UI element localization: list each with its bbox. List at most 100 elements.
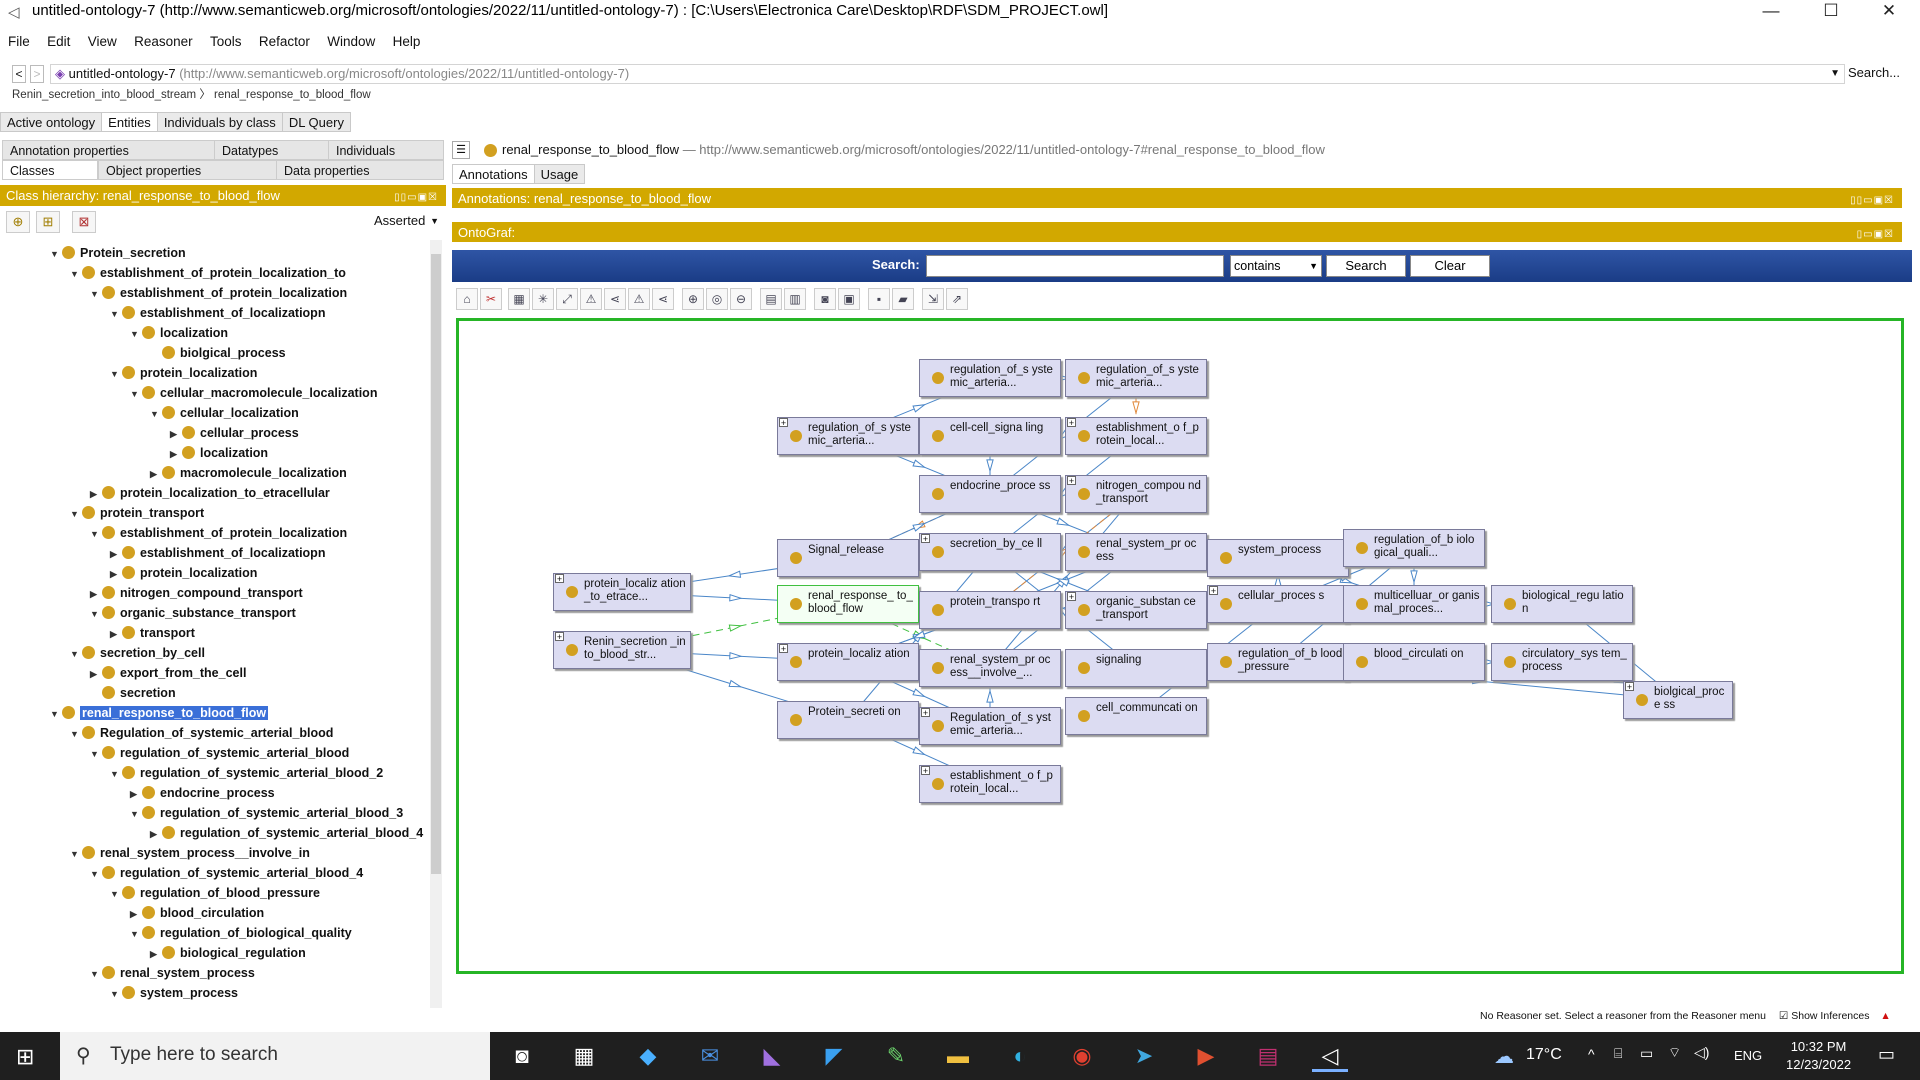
tree-item[interactable]: ▶blood_circulation (130, 904, 264, 922)
windows-start-icon[interactable]: ⊞ (16, 1044, 35, 1069)
expanded-toggle-icon[interactable]: ▼ (130, 929, 139, 939)
collapsed-toggle-icon[interactable]: ▶ (170, 429, 177, 439)
tree-item[interactable]: ▼organic_substance_transport (90, 604, 296, 622)
graph-node[interactable]: +biolgical_proce ss (1623, 681, 1733, 719)
expand-node-icon[interactable]: + (921, 534, 930, 544)
tree-item[interactable]: ▶cellular_process (170, 424, 299, 442)
image-export-icon[interactable]: ▣ (838, 288, 860, 310)
tree-item[interactable]: ▼establishment_of_protein_localization (90, 284, 347, 302)
mail-app-icon[interactable]: ✉ (700, 1043, 720, 1068)
breadcrumb-item[interactable]: renal_response_to_blood_flow (214, 89, 371, 101)
expand-node-icon[interactable]: + (555, 574, 564, 584)
graph-node[interactable]: +Regulation_of_s ystemic_arteria... (919, 707, 1061, 745)
tree-item[interactable]: ▼protein_localization (110, 364, 257, 382)
chevron-up-icon[interactable]: ^ (1588, 1046, 1595, 1062)
radial-layout-icon[interactable]: ✳ (532, 288, 554, 310)
collapsed-toggle-icon[interactable]: ▶ (90, 489, 97, 499)
expanded-toggle-icon[interactable]: ▼ (90, 869, 99, 879)
tree-item[interactable]: ▶endocrine_process (130, 784, 275, 802)
save-icon[interactable]: ▪ (868, 288, 890, 310)
tab-classes[interactable]: Classes (2, 160, 98, 180)
expand-node-icon[interactable]: + (1067, 418, 1076, 428)
tree-item[interactable]: ▼establishment_of_protein_localization (90, 524, 347, 542)
zoom-out-icon[interactable]: ⊖ (730, 288, 752, 310)
menu-view[interactable]: View (87, 34, 117, 49)
tree-item[interactable]: ▼renal_response_to_blood_flow (50, 704, 269, 722)
expand-node-icon[interactable]: + (1625, 682, 1634, 692)
meet-now-icon[interactable]: ⌸ (1614, 1045, 1623, 1061)
tab-dl-query[interactable]: DL Query (281, 112, 351, 132)
expanded-toggle-icon[interactable]: ▼ (90, 609, 99, 619)
menu-window[interactable]: Window (327, 34, 376, 49)
tree-item[interactable]: ▶protein_localization (110, 564, 257, 582)
graph-node[interactable]: regulation_of_s ystemic_arteria... (1065, 359, 1207, 397)
graph-node[interactable]: Protein_secreti on (777, 701, 919, 739)
expanded-toggle-icon[interactable]: ▼ (130, 329, 139, 339)
grid-layout-icon[interactable]: ▦ (508, 288, 530, 310)
wifi-icon[interactable]: ⌔ (1668, 1044, 1682, 1060)
tree-vertical-icon[interactable]: ⚠ (580, 288, 602, 310)
tab-object-properties[interactable]: Object properties (98, 160, 278, 180)
tree-item[interactable]: ▼cellular_macromolecule_localization (130, 384, 377, 402)
notifications-icon[interactable]: ▭ (1878, 1044, 1896, 1064)
tree-item[interactable]: ▼localization (130, 324, 228, 342)
scrollbar-thumb[interactable] (431, 254, 441, 874)
tree-item[interactable]: ▼establishment_of_protein_localization_t… (70, 264, 346, 282)
expand-node-icon[interactable]: + (1209, 586, 1218, 596)
tree-item[interactable]: ▼establishment_of_localizatiopn (110, 304, 325, 322)
weather-cloud-icon[interactable]: ☁ (1494, 1046, 1514, 1068)
tab-individuals[interactable]: Individuals (328, 140, 444, 160)
graph-node[interactable]: multicelluar_or ganismal_proces... (1343, 585, 1485, 623)
view-controls-icon[interactable]: ▯▯▭▣☒ (1850, 195, 1894, 206)
graph-node[interactable]: regulation_of_s ystemic_arteria... (919, 359, 1061, 397)
menu-file[interactable]: File (8, 34, 30, 49)
tree-item[interactable]: ▼renal_system_process__involve_in (70, 844, 310, 862)
tree-item[interactable]: secretion (90, 684, 176, 702)
store-app-icon[interactable]: ▦ (573, 1043, 595, 1068)
tree-item[interactable]: biolgical_process (150, 344, 286, 362)
expanded-toggle-icon[interactable]: ▼ (110, 309, 119, 319)
match-mode-select[interactable]: contains▼ (1230, 255, 1322, 277)
tree-item[interactable]: ▼regulation_of_systemic_arterial_blood_2 (110, 764, 383, 782)
expanded-toggle-icon[interactable]: ▼ (50, 709, 59, 719)
graph-node[interactable]: +protein_localiz ation (777, 643, 919, 681)
tool-app-icon[interactable]: ✎ (886, 1043, 906, 1068)
arc-filter-icon[interactable]: ▥ (784, 288, 806, 310)
graph-node[interactable]: Signal_release (777, 539, 919, 577)
collapsed-toggle-icon[interactable]: ▶ (150, 469, 157, 479)
spring-layout-icon[interactable]: ⤢ (556, 288, 578, 310)
clock[interactable]: 10:32 PM 12/23/2022 (1786, 1038, 1851, 1074)
graph-node[interactable]: blood_circulati on (1343, 643, 1485, 681)
tree-item[interactable]: ▶protein_localization_to_etracellular (90, 484, 330, 502)
file-explorer-icon[interactable]: ▬ (947, 1043, 969, 1068)
expand-node-icon[interactable]: + (1067, 592, 1076, 602)
zoom-in-icon[interactable]: ⊕ (682, 288, 704, 310)
diamond-app-icon[interactable]: ◆ (639, 1043, 657, 1068)
tree-item[interactable]: ▶regulation_of_systemic_arterial_blood_4 (150, 824, 423, 842)
tree-item[interactable]: ▼Protein_secretion (50, 244, 186, 262)
collapsed-toggle-icon[interactable]: ▶ (110, 629, 117, 639)
graph-node[interactable]: cell_communcati on (1065, 697, 1207, 735)
expanded-toggle-icon[interactable]: ▼ (70, 849, 79, 859)
tree-item[interactable]: ▶establishment_of_localizatiopn (110, 544, 325, 562)
tree-item[interactable]: ▶localization (170, 444, 268, 462)
show-inferences-checkbox[interactable]: ☑ (1778, 1010, 1789, 1022)
expanded-toggle-icon[interactable]: ▼ (110, 989, 119, 999)
camera-app-icon[interactable]: ◙ (515, 1043, 529, 1068)
menu-tools[interactable]: Tools (209, 34, 242, 49)
maximize-button[interactable]: ☐ (1823, 1, 1839, 20)
expanded-toggle-icon[interactable]: ▼ (90, 529, 99, 539)
graph-node[interactable]: signaling (1065, 649, 1207, 687)
tree-scrollbar[interactable] (430, 240, 442, 1008)
graph-clear-button[interactable]: Clear (1410, 255, 1490, 277)
expand-node-icon[interactable]: + (779, 644, 788, 654)
graph-node[interactable]: regulation_of_b iological_quali... (1343, 529, 1485, 567)
close-button[interactable]: ✕ (1881, 1, 1897, 20)
collapsed-toggle-icon[interactable]: ▶ (90, 589, 97, 599)
expanded-toggle-icon[interactable]: ▼ (70, 729, 79, 739)
breadcrumb-item[interactable]: Renin_secretion_into_blood_stream (12, 89, 197, 101)
tree-item[interactable]: ▼Regulation_of_systemic_arterial_blood (70, 724, 333, 742)
graph-node[interactable]: circulatory_sys tem_process (1491, 643, 1633, 681)
expand-node-icon[interactable]: + (921, 766, 930, 776)
back-button[interactable]: < (12, 65, 26, 83)
